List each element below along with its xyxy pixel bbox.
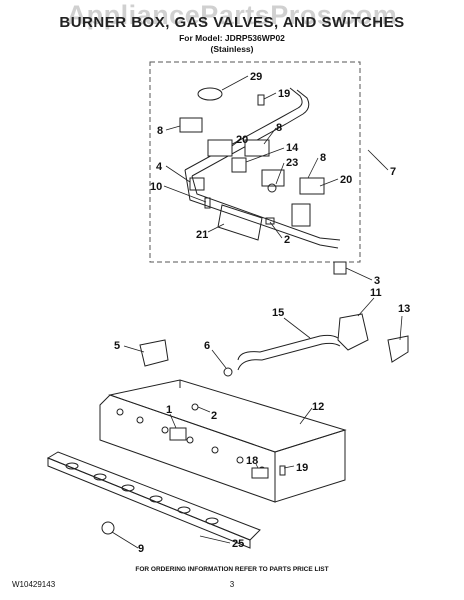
part-4-bracket xyxy=(189,177,205,191)
part-29-clip xyxy=(197,87,223,101)
part-13-bracket xyxy=(387,335,409,363)
callout-label: 18 xyxy=(246,455,258,467)
part-1-bracket xyxy=(169,427,187,441)
part-5-bracket xyxy=(139,339,169,367)
gas-valve xyxy=(179,117,325,227)
burner-assembly-box xyxy=(149,61,361,263)
callout-label: 8 xyxy=(276,122,282,134)
part-15-tube xyxy=(237,334,341,371)
part-19-screw xyxy=(279,465,286,476)
watermark: AppliancePartsPros.com xyxy=(66,0,398,30)
callout-label: 15 xyxy=(272,307,284,319)
callout-label: 13 xyxy=(398,303,410,315)
finish-line: (Stainless) xyxy=(210,44,254,54)
page-title: BURNER BOX, GAS VALVES, AND SWITCHES xyxy=(59,14,405,31)
part-3-fitting xyxy=(333,261,347,275)
part-14-switch xyxy=(231,157,247,173)
callout-label: 14 xyxy=(286,142,299,154)
part-25-panel xyxy=(46,451,261,549)
part-11-regulator xyxy=(337,313,369,351)
manifold-tube xyxy=(184,87,341,249)
callout-label: 12 xyxy=(312,401,324,413)
callout-label: 2 xyxy=(211,410,217,422)
footer-note: FOR ORDERING INFORMATION REFER TO PARTS … xyxy=(135,566,329,573)
part-23-knob xyxy=(267,183,277,193)
callout-label: 1 xyxy=(166,404,172,416)
callout-label: 5 xyxy=(114,340,120,352)
model-line: For Model: JDRP536WP02 xyxy=(179,33,285,43)
callout-label: 23 xyxy=(286,157,298,169)
part-2-screw xyxy=(191,403,199,411)
callout-label: 3 xyxy=(374,275,380,287)
callout-label: 20 xyxy=(236,134,248,146)
page-number: 3 xyxy=(229,580,235,589)
callout-label: 19 xyxy=(278,88,290,100)
callout-label: 2 xyxy=(284,234,290,246)
panel-holes xyxy=(65,462,219,525)
callout-label: 8 xyxy=(157,125,163,137)
callout-label: 8 xyxy=(320,152,326,164)
part-2-nut xyxy=(265,217,275,225)
callout-label: 6 xyxy=(204,340,210,352)
callout-labels: 29 19 8 20 8 14 23 8 20 4 10 21 2 7 3 11… xyxy=(114,71,410,555)
callout-label: 11 xyxy=(370,287,382,299)
part-19-screw xyxy=(257,94,265,106)
part-18-switch xyxy=(251,467,269,479)
callout-label: 10 xyxy=(150,181,162,193)
part-21-plate xyxy=(217,204,263,241)
callout-label: 29 xyxy=(250,71,262,83)
part-10-screw xyxy=(204,197,211,209)
document-id: W10429143 xyxy=(12,580,56,589)
callout-label: 19 xyxy=(296,462,308,474)
part-6-nut xyxy=(223,367,233,377)
callout-label: 4 xyxy=(156,161,163,173)
callout-label: 21 xyxy=(196,229,208,241)
part-9-knob xyxy=(101,521,115,535)
part-12-burner-box xyxy=(99,379,347,503)
callout-label: 7 xyxy=(390,166,396,178)
callout-label: 9 xyxy=(138,543,144,555)
callout-label: 20 xyxy=(340,174,352,186)
leader-lines xyxy=(111,75,403,549)
callout-label: 25 xyxy=(232,538,244,550)
